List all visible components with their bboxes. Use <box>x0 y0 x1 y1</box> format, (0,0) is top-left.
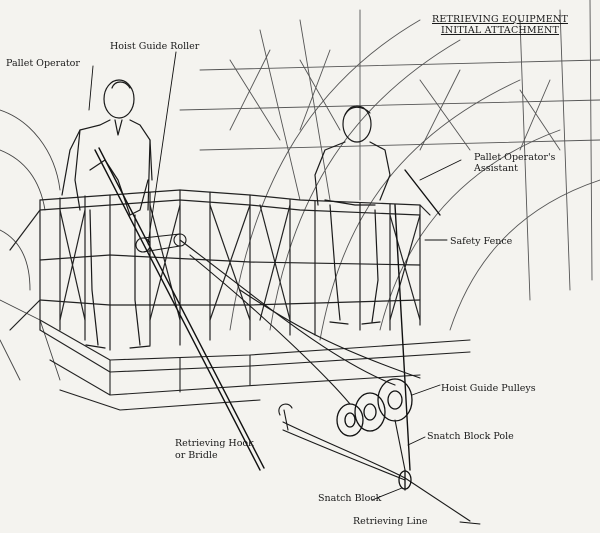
label-hook-line-1: Retrieving Hook <box>175 438 254 449</box>
label-pallet-operator: Pallet Operator <box>6 58 80 69</box>
snatch-block-drawing <box>398 469 412 491</box>
label-safety-fence: Safety Fence <box>450 236 513 247</box>
title-line-2: INITIAL ATTACHMENT <box>440 25 560 36</box>
pallet-deck <box>39 319 471 411</box>
label-hoist-guide-roller: Hoist Guide Roller <box>110 41 200 52</box>
safety-fence-drawing <box>9 189 431 351</box>
pallet-operator-figure <box>61 79 153 349</box>
snatch-block-pole-drawing <box>94 147 441 471</box>
label-hoist-guide-pulleys: Hoist Guide Pulleys <box>441 383 536 394</box>
label-assistant-line-2: Assistant <box>474 163 518 174</box>
title-line-1: RETRIEVING EQUIPMENT <box>432 14 568 25</box>
label-retrieving-line: Retrieving Line <box>353 516 428 527</box>
label-assistant-line-1: Pallet Operator's <box>474 152 556 163</box>
hoist-guide-pulleys-drawing <box>336 378 413 437</box>
label-snatch-block-pole: Snatch Block Pole <box>427 431 514 442</box>
assistant-figure <box>314 105 391 325</box>
label-hook-line-2: or Bridle <box>175 450 218 461</box>
label-snatch-block: Snatch Block <box>318 493 382 504</box>
retrieving-cables <box>179 239 471 522</box>
leader-lines <box>88 51 481 525</box>
airship-framework <box>179 0 600 341</box>
envelope-fabric <box>0 109 61 381</box>
diagram-title: RETRIEVING EQUIPMENT INITIAL ATTACHMENT <box>432 14 568 36</box>
